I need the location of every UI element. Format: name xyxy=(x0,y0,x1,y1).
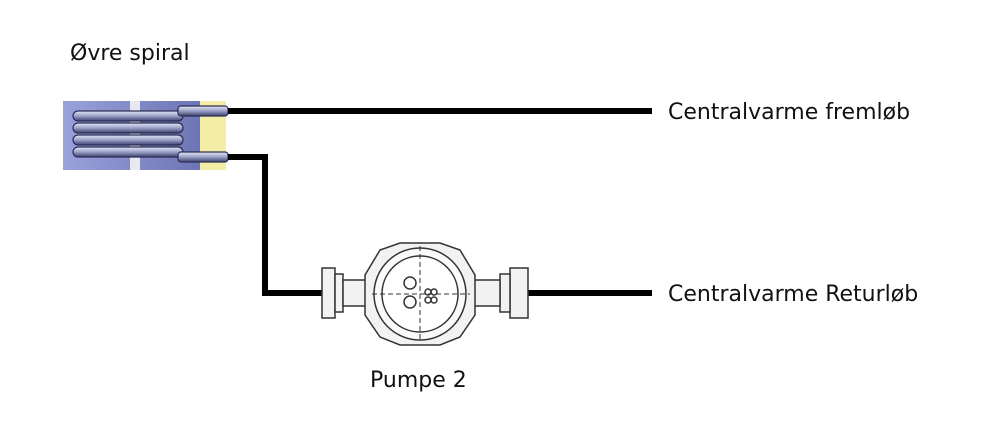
flow-label: Centralvarme fremløb xyxy=(668,100,911,125)
pipes xyxy=(228,108,652,296)
upper-coil-label: Øvre spiral xyxy=(70,41,190,66)
return-label: Centralvarme Returløb xyxy=(668,282,919,307)
upper-coil xyxy=(63,101,229,170)
pump-label: Pumpe 2 xyxy=(370,368,467,393)
return-pipe-from-coil xyxy=(228,154,322,296)
pump-2 xyxy=(321,242,529,346)
